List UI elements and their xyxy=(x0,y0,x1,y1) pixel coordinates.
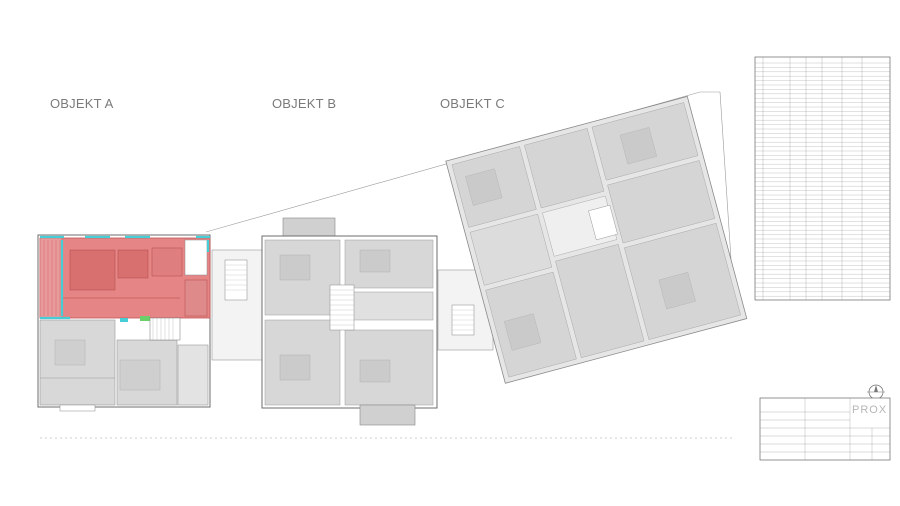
objekt-b-label: OBJEKT B xyxy=(272,96,337,111)
objekt-a-label: OBJEKT A xyxy=(50,96,114,111)
connector-a-b xyxy=(211,249,263,361)
title-block-brand: PROX xyxy=(852,404,887,416)
objekt-c-label: OBJEKT C xyxy=(440,96,505,111)
room-schedule-table xyxy=(754,56,891,301)
window-openings xyxy=(40,235,210,320)
objekt-c-plan xyxy=(445,95,748,384)
objekt-b-plan xyxy=(261,217,438,426)
objekt-a-plan xyxy=(37,234,211,412)
title-block: PROX xyxy=(759,397,891,461)
north-arrow-icon xyxy=(867,384,885,400)
